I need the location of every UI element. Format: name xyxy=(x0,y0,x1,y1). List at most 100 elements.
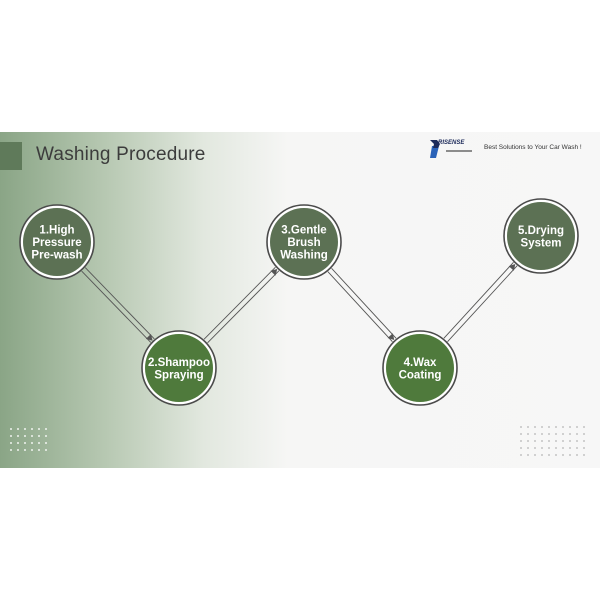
step-label-5-line-1: 5.Drying xyxy=(518,225,564,237)
dot xyxy=(555,426,558,429)
dot xyxy=(576,447,579,450)
dot xyxy=(38,442,41,445)
dot xyxy=(541,433,544,436)
dot xyxy=(45,442,48,445)
dot xyxy=(555,454,558,457)
step-label-4-line-2: Coating xyxy=(399,369,442,381)
dot xyxy=(527,447,530,450)
brand-underline xyxy=(446,150,472,152)
dot xyxy=(24,435,27,438)
step-label-1-line-2: Pressure xyxy=(32,237,81,249)
slide-title: Washing Procedure xyxy=(36,144,206,165)
step-label-3-line-1: 3.Gentle xyxy=(281,225,326,237)
dot xyxy=(17,442,20,445)
dot xyxy=(569,433,572,436)
dot xyxy=(576,433,579,436)
step-circle-2 xyxy=(145,334,213,402)
dot xyxy=(527,433,530,436)
dot xyxy=(562,433,565,436)
dot xyxy=(541,447,544,450)
dot xyxy=(583,447,586,450)
dot xyxy=(38,435,41,438)
slide: Washing Procedure RISENSE Best Solutions… xyxy=(0,132,600,468)
dot xyxy=(520,433,523,436)
connector-line-1-1 xyxy=(84,267,155,340)
dot xyxy=(583,440,586,443)
dot xyxy=(24,449,27,452)
step-label-2-line-1: 2.Shampoo xyxy=(148,357,210,369)
dot xyxy=(576,454,579,457)
dot xyxy=(583,433,586,436)
risense-logo-icon xyxy=(430,140,440,158)
title-accent-bar xyxy=(0,142,22,170)
dot xyxy=(17,449,20,452)
dot xyxy=(10,428,13,431)
dot xyxy=(534,440,537,443)
dot xyxy=(17,428,20,431)
step-label-3-line-3: Washing xyxy=(280,250,328,262)
dot xyxy=(31,435,34,438)
connector-arrow-2 xyxy=(270,268,278,276)
dot xyxy=(534,426,537,429)
dot xyxy=(17,435,20,438)
dot xyxy=(45,435,48,438)
dot xyxy=(45,428,48,431)
step-label-4-line-1: 4.Wax xyxy=(404,357,437,369)
connector-line-2-1 xyxy=(203,266,276,340)
dot xyxy=(10,442,13,445)
dot xyxy=(527,426,530,429)
step-circle-4 xyxy=(386,334,454,402)
dot xyxy=(31,442,34,445)
dot xyxy=(562,454,565,457)
dot xyxy=(520,440,523,443)
dot xyxy=(520,454,523,457)
connector-arrow-4 xyxy=(508,264,516,271)
dot xyxy=(548,433,551,436)
connector-line-3-2 xyxy=(327,271,393,343)
decorative-dots-left xyxy=(10,428,50,458)
dot xyxy=(520,447,523,450)
dot xyxy=(45,449,48,452)
step-label-1-line-1: 1.High xyxy=(39,225,74,237)
dot xyxy=(548,426,551,429)
dot xyxy=(576,426,579,429)
connector-line-2-2 xyxy=(207,270,280,344)
slogan: Best Solutions to Your Car Wash ! xyxy=(484,144,582,151)
dot xyxy=(548,454,551,457)
dot xyxy=(555,440,558,443)
dot xyxy=(569,426,572,429)
dot xyxy=(555,447,558,450)
dot xyxy=(541,426,544,429)
dot xyxy=(583,426,586,429)
dot xyxy=(24,428,27,431)
dot xyxy=(527,440,530,443)
connector-arrow-3 xyxy=(387,333,395,341)
dot xyxy=(31,428,34,431)
connector-line-1-2 xyxy=(81,270,152,343)
dot xyxy=(527,454,530,457)
dot xyxy=(541,454,544,457)
dot xyxy=(38,449,41,452)
step-circle-1 xyxy=(23,208,91,276)
dot xyxy=(38,428,41,431)
connector-line-4-2 xyxy=(447,265,518,342)
dot xyxy=(10,449,13,452)
dot xyxy=(548,447,551,450)
dot xyxy=(555,433,558,436)
step-label-2-line-2: Spraying xyxy=(154,369,203,381)
dot xyxy=(548,440,551,443)
connector-line-4-1 xyxy=(443,262,514,339)
step-circle-3 xyxy=(270,208,338,276)
dot xyxy=(576,440,579,443)
dot xyxy=(569,440,572,443)
step-label-3-line-2: Brush xyxy=(287,237,320,249)
dot xyxy=(31,449,34,452)
dot xyxy=(569,447,572,450)
dot xyxy=(583,454,586,457)
dot xyxy=(534,454,537,457)
